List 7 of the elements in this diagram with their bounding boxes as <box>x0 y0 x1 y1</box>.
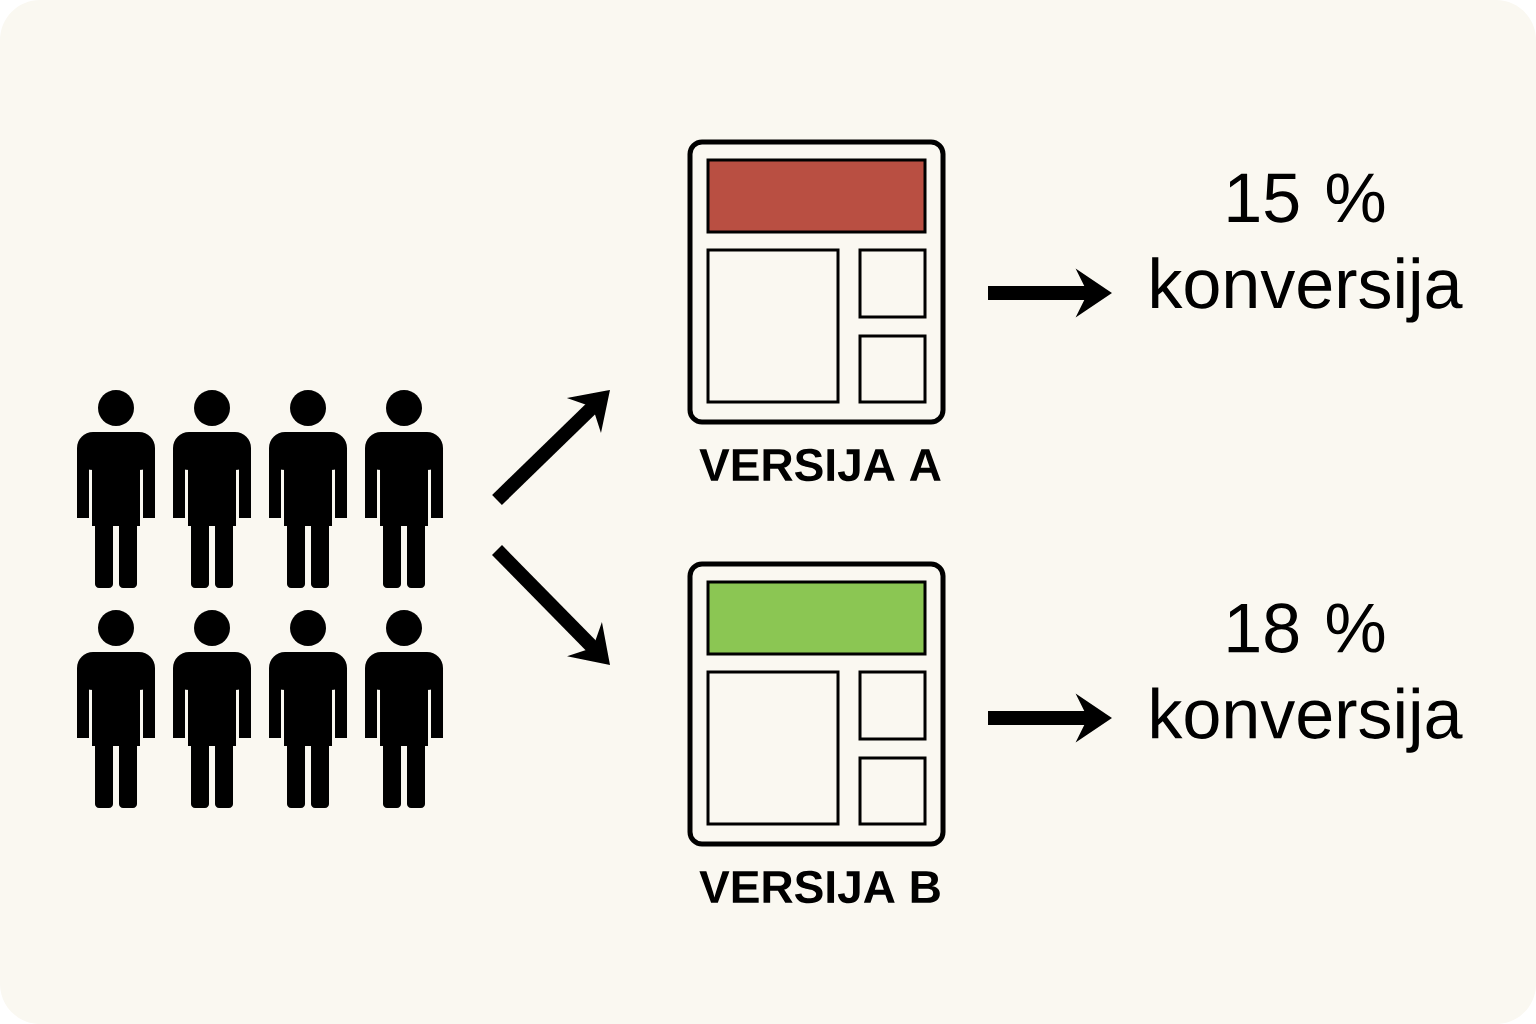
arrow <box>492 390 610 505</box>
version-label: VERSIJA A <box>699 448 941 482</box>
people-drawing <box>77 390 443 808</box>
arrow <box>492 545 610 665</box>
conversion-text: 18 % konversija <box>1152 603 1463 753</box>
version-label: VERSIJA B <box>699 870 940 904</box>
conversion-text: 15 % konversija <box>1152 173 1463 323</box>
